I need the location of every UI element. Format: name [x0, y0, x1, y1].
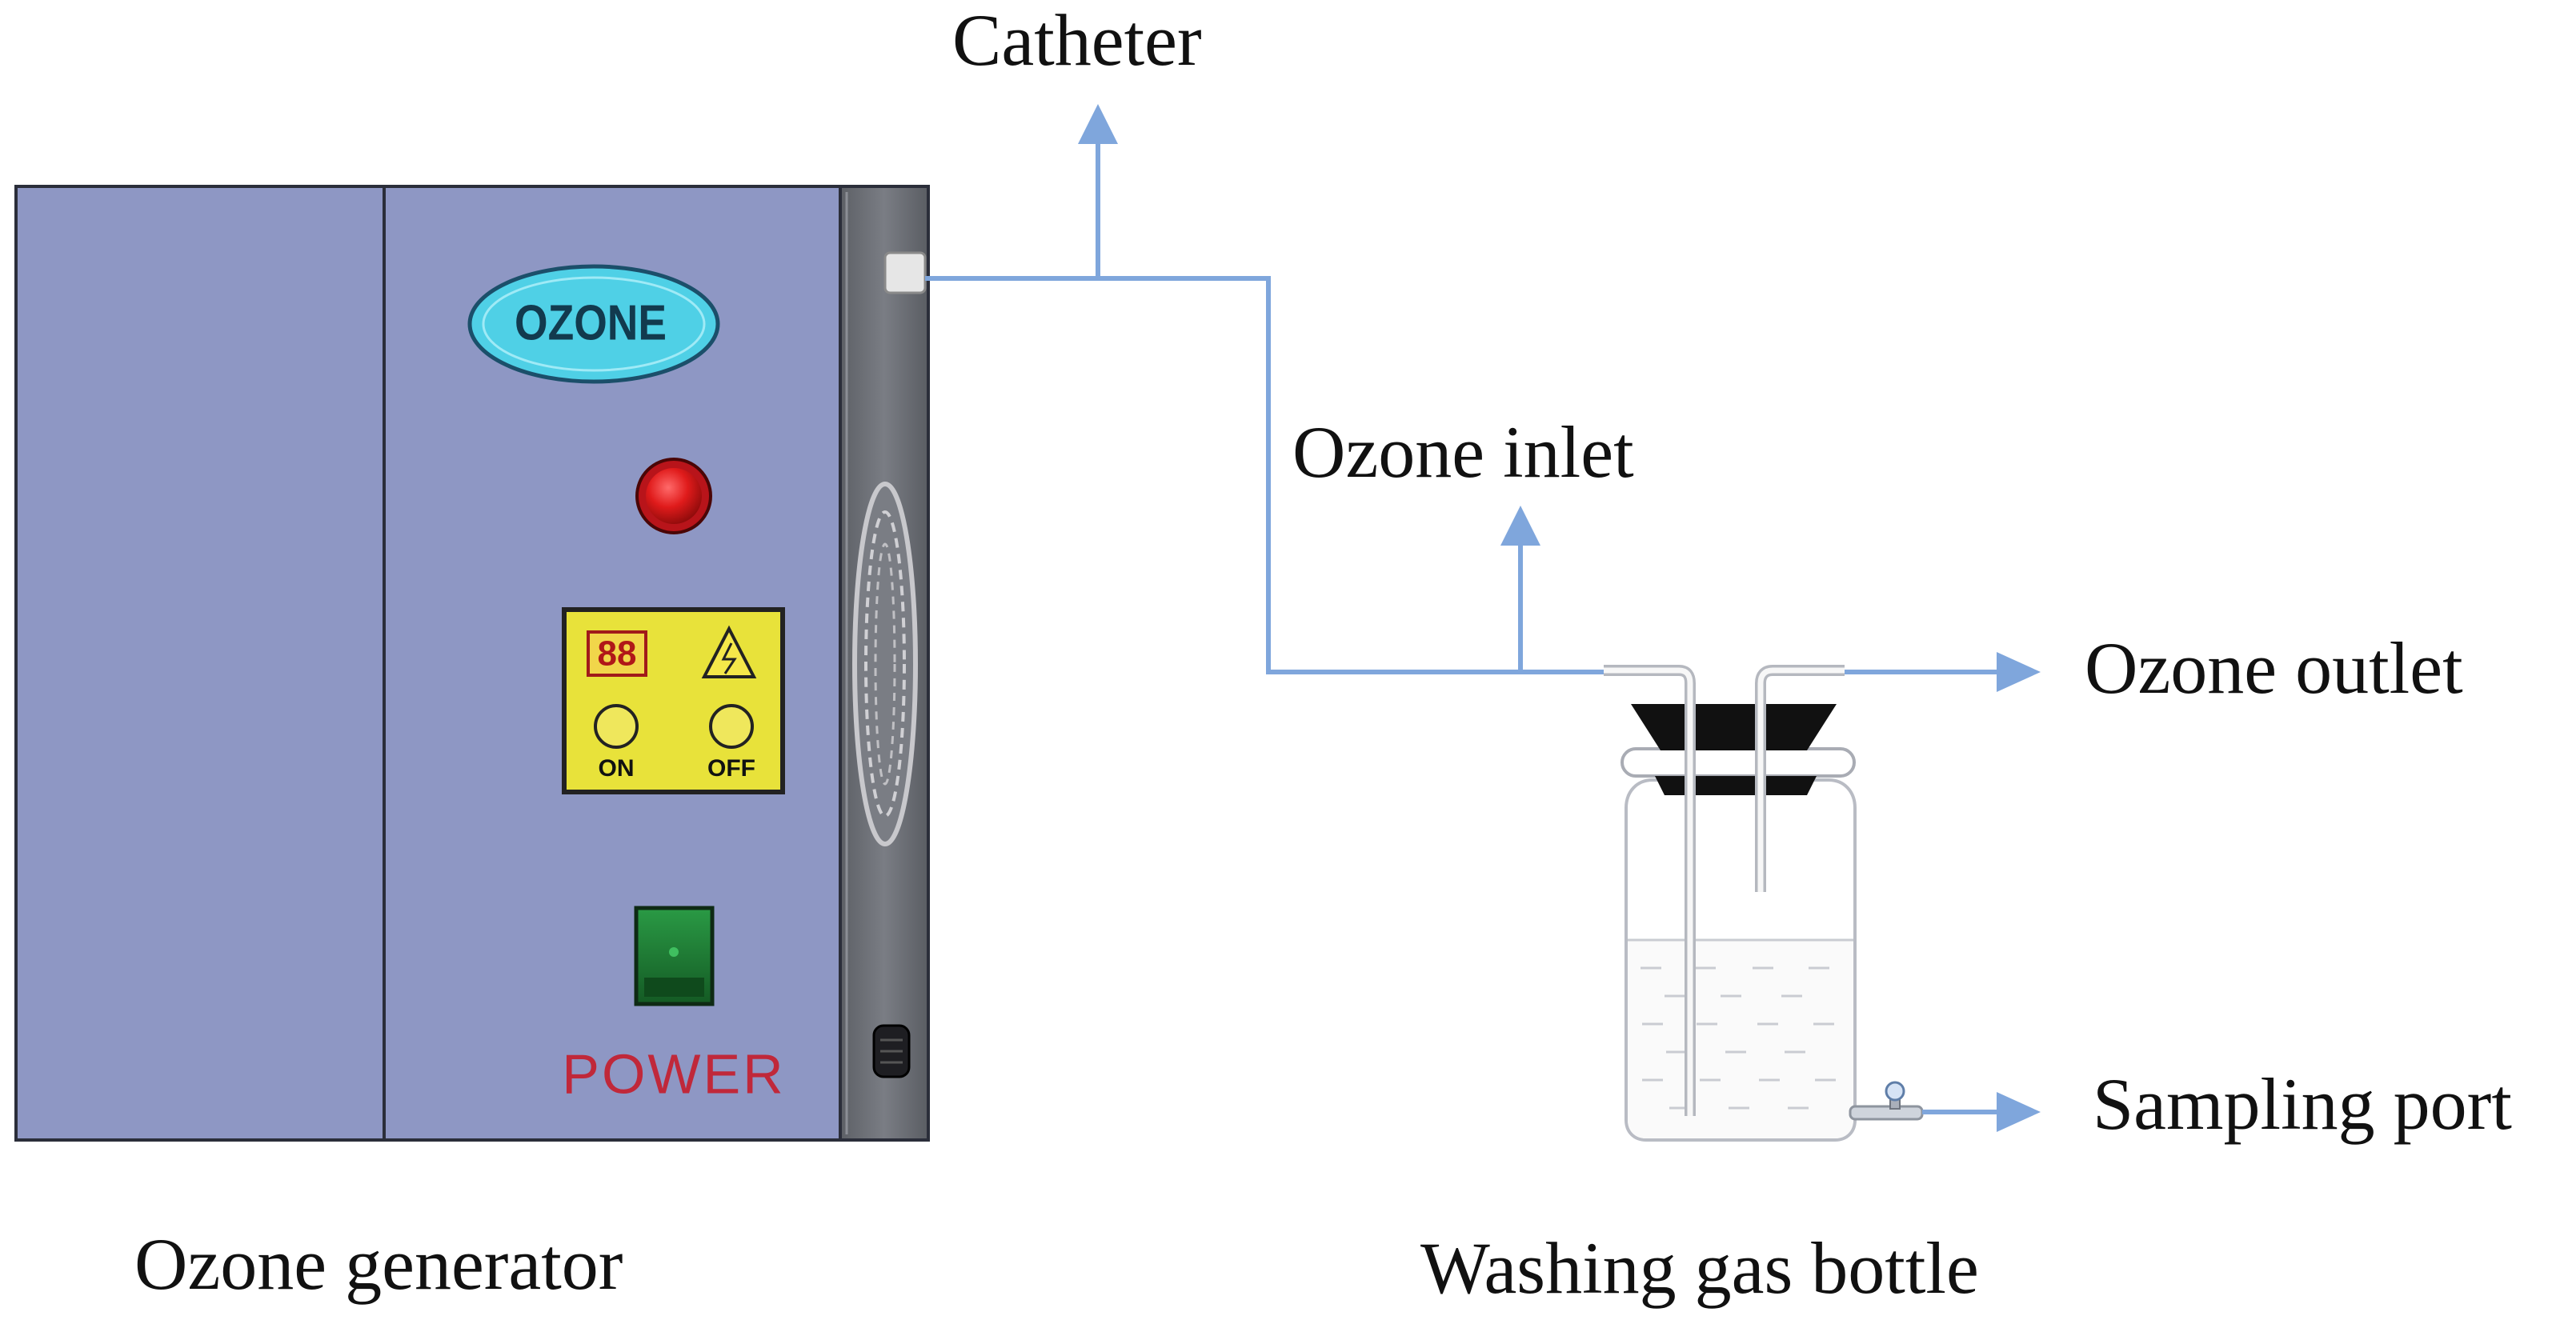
bottle-liquid	[1628, 940, 1853, 1138]
on-button[interactable]	[594, 704, 639, 749]
ozone-outlet-label: Ozone outlet	[2085, 627, 2463, 709]
flow-arrowheads	[1078, 104, 2041, 1132]
bottle-neck-ring	[1621, 747, 1856, 778]
off-label: OFF	[707, 755, 755, 782]
catheter-arrow-icon	[1078, 104, 1118, 144]
sampling-valve-icon	[1849, 1081, 1924, 1121]
side-knob-icon	[872, 1024, 911, 1078]
power-switch[interactable]	[634, 906, 715, 1006]
ozone-inlet-label: Ozone inlet	[1292, 411, 1634, 493]
indicator-light-icon	[635, 458, 712, 534]
washing-gas-bottle	[1604, 665, 1924, 1142]
ozone-logo-text: OZONE	[515, 295, 667, 350]
fan-grille-icon	[852, 482, 918, 846]
control-panel: 88 ON OFF	[562, 607, 785, 794]
inlet-arrow-icon	[1500, 506, 1540, 546]
digital-display-text: 88	[598, 634, 637, 674]
outlet-arrow-icon	[1997, 652, 2041, 692]
sampling-port-label: Sampling port	[2093, 1063, 2512, 1145]
sampling-arrow-icon	[1997, 1092, 2041, 1132]
power-label: POWER	[562, 1042, 785, 1105]
ozone-generator-label: Ozone generator	[134, 1223, 623, 1305]
flow-lines	[925, 144, 2001, 1114]
catheter-label: Catheter	[952, 0, 1202, 81]
off-button[interactable]	[709, 704, 754, 749]
digital-display	[587, 630, 647, 677]
high-voltage-warning-icon	[701, 625, 757, 678]
ozone-logo: OZONE	[467, 264, 720, 384]
ozone-generator: OZONE 88 ON OFF	[14, 185, 930, 1142]
bottle-stopper	[1631, 704, 1837, 750]
gas-outlet-nozzle	[883, 251, 927, 294]
bottle-stopper-lower	[1655, 776, 1817, 795]
washing-gas-bottle-label: Washing gas bottle	[1420, 1227, 1979, 1309]
liquid-hatching	[1641, 966, 1836, 1110]
on-label: ON	[599, 755, 635, 782]
